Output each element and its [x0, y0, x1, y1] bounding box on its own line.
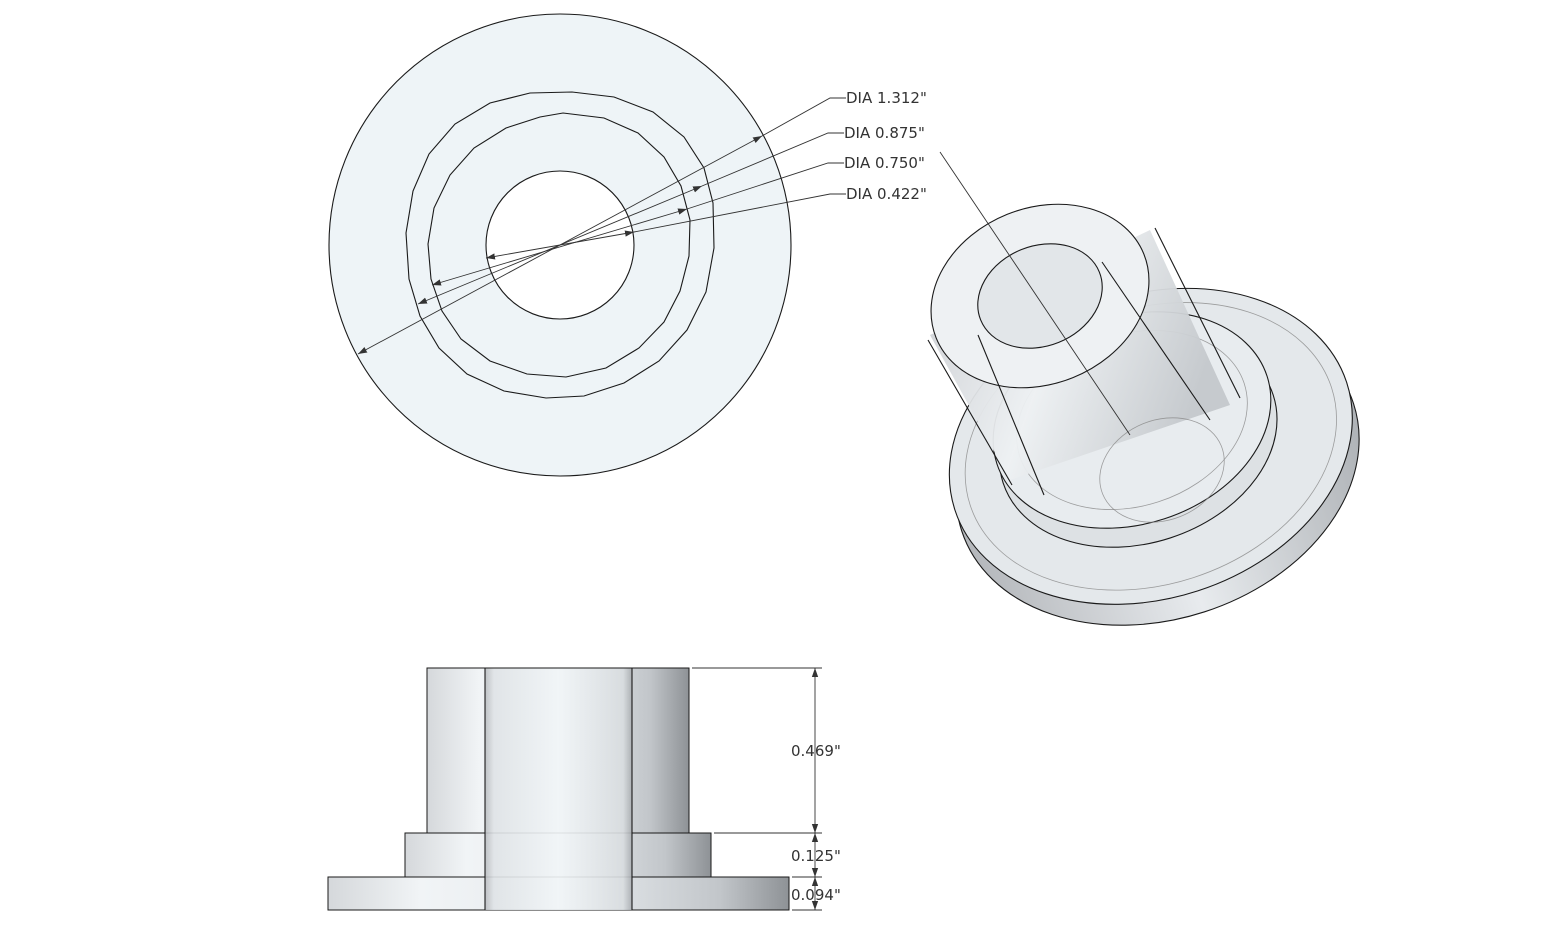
top-view: DIA 1.312" DIA 0.875" DIA 0.750" DIA 0.4…: [328, 13, 927, 477]
height-0469-label: 0.469": [791, 742, 841, 760]
height-0125-label: 0.125": [791, 847, 841, 865]
isometric-view: [927, 151, 1360, 626]
dia-1312-label: DIA 1.312": [846, 89, 927, 107]
side-bore: [485, 668, 632, 910]
dia-0422-label: DIA 0.422": [846, 185, 927, 203]
dia-0750-label: DIA 0.750": [844, 154, 925, 172]
height-0094-label: 0.094": [791, 886, 841, 904]
dia-0875-label: DIA 0.875": [844, 124, 925, 142]
side-view: 0.469" 0.125" 0.094": [327, 667, 841, 911]
